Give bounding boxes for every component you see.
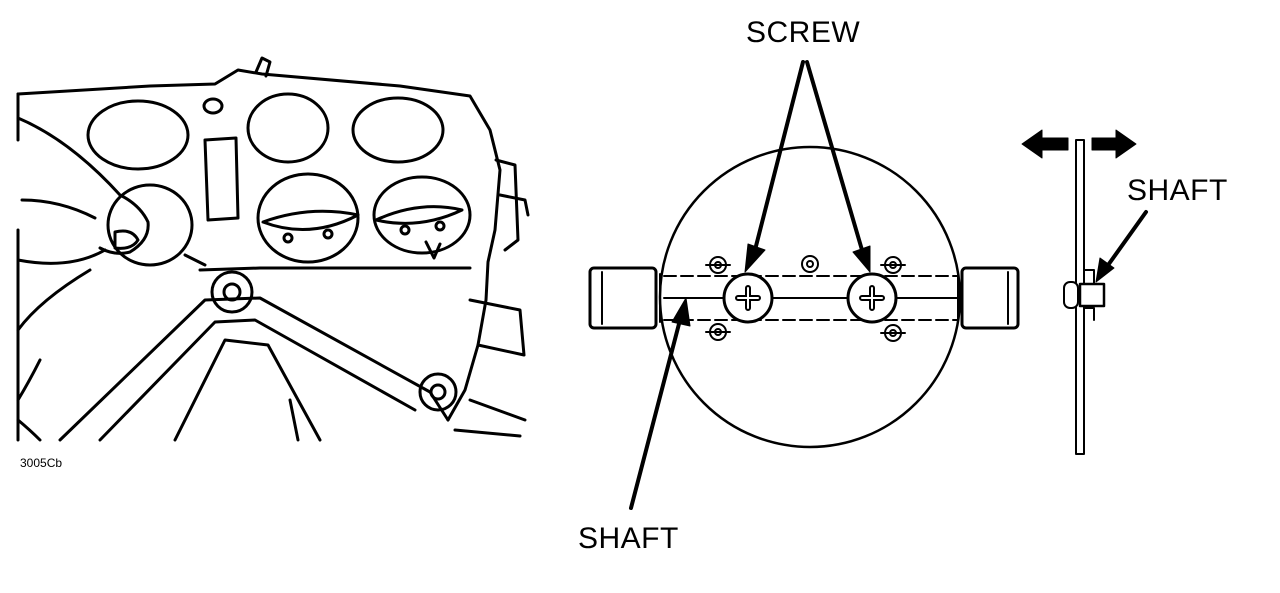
bore-top-right — [351, 96, 445, 164]
shaft-label-right: SHAFT — [1127, 174, 1228, 207]
screw-leader-arrows — [744, 60, 871, 273]
shaft-leader-arrow — [629, 297, 691, 510]
screw-right — [846, 272, 898, 324]
throttle-plate-right — [374, 205, 464, 225]
bore-top-middle — [246, 92, 330, 164]
hand — [16, 116, 150, 255]
throttle-plate-front-view — [588, 60, 1020, 510]
right-move-arrow — [1091, 129, 1137, 159]
throttle-body-illustration — [16, 56, 530, 442]
right-bushing — [960, 266, 1020, 330]
screw-label: SCREW — [746, 16, 861, 49]
screw-left — [722, 272, 774, 324]
bore-top-left — [86, 99, 190, 171]
left-move-arrow — [1021, 129, 1069, 159]
side-shaft — [1078, 282, 1106, 308]
figure-code: 3005Cb — [20, 456, 63, 470]
side-shaft-leader — [1104, 210, 1148, 270]
shaft-label-bottom: SHAFT — [578, 522, 679, 555]
throttle-plate-side-view — [1021, 129, 1148, 455]
throttle-plate-middle — [261, 209, 360, 231]
plate-marks — [705, 255, 906, 342]
left-bushing — [588, 266, 658, 330]
